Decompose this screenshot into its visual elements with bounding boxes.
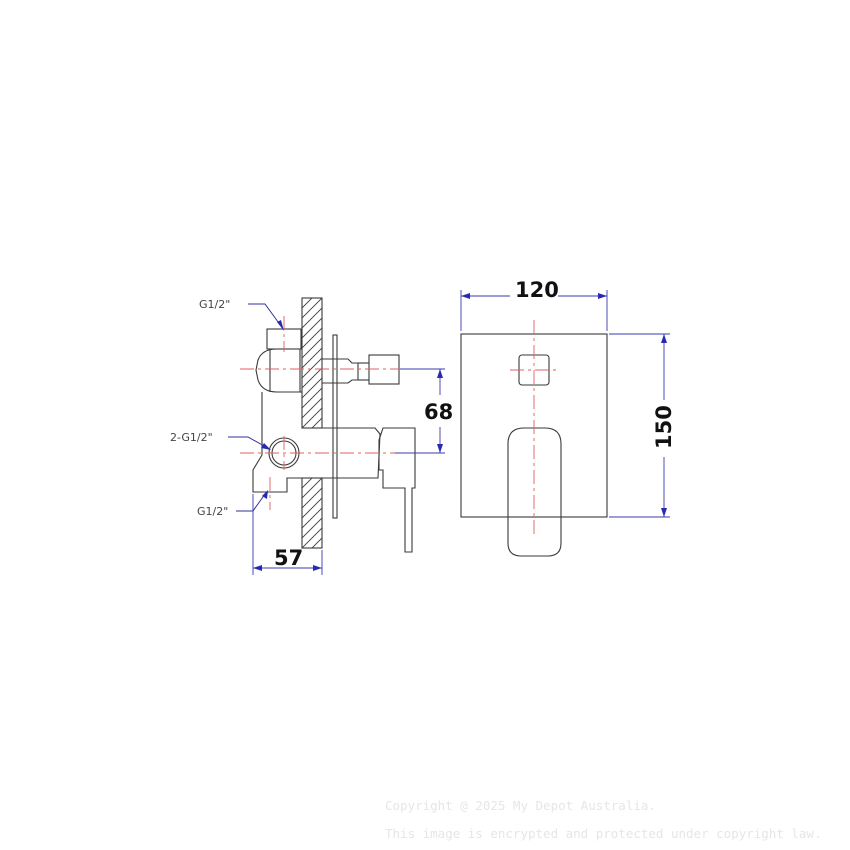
label-top-inlet: G1/2" xyxy=(199,298,284,331)
cover-plate-side xyxy=(332,334,338,519)
wall-section-top xyxy=(301,297,323,429)
dimension-outlet-spacing: 68 xyxy=(395,368,453,454)
label-side-inlets: 2-G1/2" xyxy=(170,431,271,450)
svg-text:G1/2": G1/2" xyxy=(199,298,230,311)
label-bottom-outlet: G1/2" xyxy=(197,490,268,518)
svg-text:120: 120 xyxy=(515,278,559,302)
dimension-depth: 57 xyxy=(252,494,323,575)
valve-body xyxy=(252,328,302,493)
watermark-protection: This image is encrypted and protected un… xyxy=(385,826,822,841)
wall-section-bottom xyxy=(301,477,323,549)
dimension-height: 150 xyxy=(609,333,676,518)
svg-text:2-G1/2": 2-G1/2" xyxy=(170,431,213,444)
svg-text:G1/2": G1/2" xyxy=(197,505,228,518)
dimension-width: 120 xyxy=(460,278,608,331)
handle-front xyxy=(507,427,562,557)
svg-text:150: 150 xyxy=(652,405,676,449)
svg-text:57: 57 xyxy=(274,546,303,570)
valve-stem xyxy=(322,354,400,385)
handle-side xyxy=(322,427,416,553)
side-view: G1/2" 2-G1/2" G1/2" 57 xyxy=(170,297,453,575)
svg-text:68: 68 xyxy=(424,400,453,424)
watermark-copyright: Copyright @ 2025 My Depot Australia. xyxy=(385,798,656,813)
front-view: 120 150 xyxy=(460,278,676,557)
